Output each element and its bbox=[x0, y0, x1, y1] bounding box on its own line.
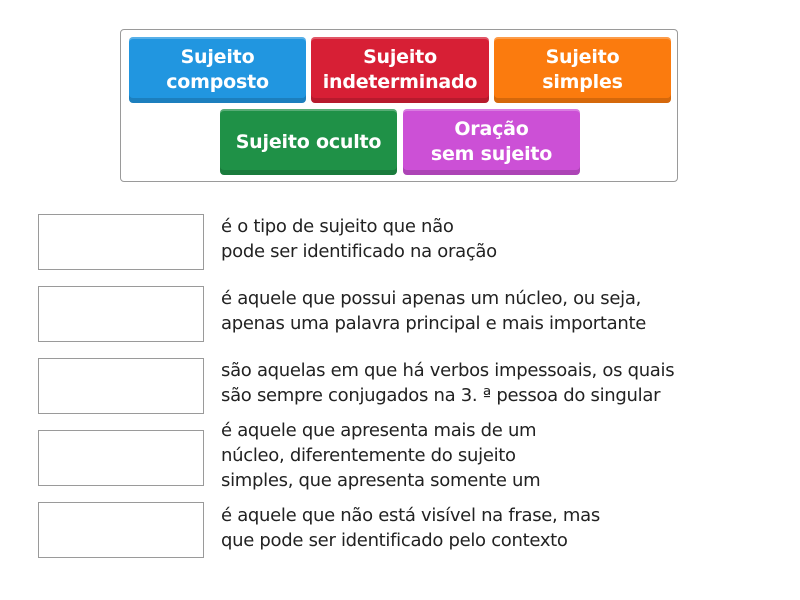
drop-target-1[interactable] bbox=[38, 214, 204, 270]
drop-target-5[interactable] bbox=[38, 502, 204, 558]
definition-1: é o tipo de sujeito que não pode ser ide… bbox=[221, 216, 497, 262]
tile-label: Oração sem sujeito bbox=[430, 118, 553, 165]
definition-2: é aquele que possui apenas um núcleo, ou… bbox=[221, 288, 647, 334]
tile-label: Sujeito composto bbox=[166, 46, 269, 93]
tile-sujeito-composto[interactable]: Sujeito composto bbox=[129, 37, 306, 103]
definition-5: é aquele que não está visível na frase, … bbox=[221, 505, 600, 551]
tile-label: Sujeito oculto bbox=[235, 130, 382, 153]
tile-sujeito-oculto[interactable]: Sujeito oculto bbox=[220, 109, 397, 175]
tile-sujeito-indeterminado[interactable]: Sujeito indeterminado bbox=[311, 37, 489, 103]
tile-label: Sujeito indeterminado bbox=[322, 46, 478, 93]
drop-target-2[interactable] bbox=[38, 286, 204, 342]
definition-4: é aquele que apresenta mais de um núcleo… bbox=[221, 420, 541, 491]
tile-sujeito-simples[interactable]: Sujeito simples bbox=[494, 37, 671, 103]
drop-target-4[interactable] bbox=[38, 430, 204, 486]
drop-target-3[interactable] bbox=[38, 358, 204, 414]
tile-oracao-sem-sujeito[interactable]: Oração sem sujeito bbox=[403, 109, 580, 175]
definition-3: são aquelas em que há verbos impessoais,… bbox=[221, 360, 675, 406]
tile-label: Sujeito simples bbox=[542, 46, 623, 93]
